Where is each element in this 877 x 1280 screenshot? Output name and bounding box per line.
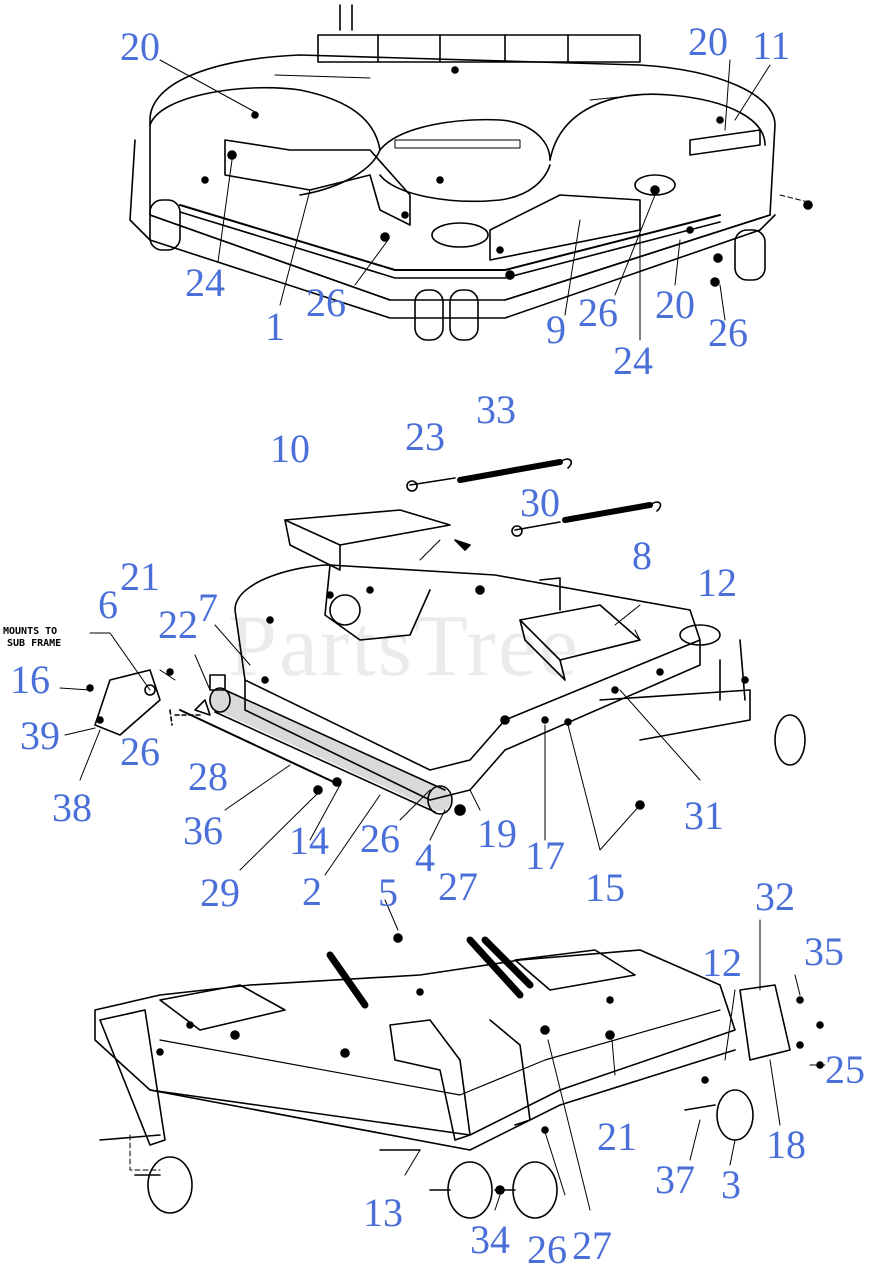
callout-16: 16 — [10, 657, 50, 702]
callout-11: 11 — [752, 23, 791, 68]
callout-19: 19 — [477, 811, 517, 856]
deck-bottom-assembly — [94, 899, 826, 1219]
callout-8: 8 — [632, 533, 652, 578]
callout-26: 26 — [578, 290, 618, 335]
callout-30: 30 — [520, 480, 560, 525]
deck-top-assembly — [129, 4, 813, 341]
callout-23: 23 — [405, 414, 445, 459]
callout-27: 27 — [438, 864, 478, 909]
callout-6: 6 — [98, 582, 118, 627]
callout-26: 26 — [306, 280, 346, 325]
mount-note-line-1: MOUNTS TO — [3, 626, 58, 637]
callout-13: 13 — [363, 1190, 403, 1235]
callout-31: 31 — [684, 793, 724, 838]
callout-28: 28 — [188, 754, 228, 799]
callout-29: 29 — [200, 870, 240, 915]
callout-26: 26 — [708, 310, 748, 355]
callout-12: 12 — [702, 940, 742, 985]
callout-7: 7 — [198, 585, 218, 630]
callout-18: 18 — [766, 1122, 806, 1167]
callout-33: 33 — [476, 387, 516, 432]
callout-26: 26 — [527, 1227, 567, 1272]
callout-17: 17 — [525, 833, 565, 878]
callout-32: 32 — [755, 874, 795, 919]
callout-14: 14 — [289, 818, 329, 863]
callout-36: 36 — [183, 808, 223, 853]
callout-26: 26 — [120, 729, 160, 774]
callout-1: 1 — [265, 304, 285, 349]
mounts-to-sub-frame-note: MOUNTS TO SUB FRAME — [3, 626, 61, 650]
callout-20: 20 — [655, 282, 695, 327]
watermark-text: PartsTree — [228, 598, 581, 695]
callout-15: 15 — [585, 865, 625, 910]
subframe-assembly — [59, 458, 806, 876]
callout-21: 21 — [120, 554, 160, 599]
callout-39: 39 — [20, 713, 60, 758]
callout-5: 5 — [378, 870, 398, 915]
callout-2: 2 — [302, 869, 322, 914]
callout-26: 26 — [360, 816, 400, 861]
callout-10: 10 — [270, 426, 310, 471]
callout-38: 38 — [52, 785, 92, 830]
spring-lower — [511, 501, 662, 537]
callout-12: 12 — [697, 560, 737, 605]
callout-20: 20 — [120, 24, 160, 69]
spring-upper — [406, 458, 572, 492]
callout-20: 20 — [688, 19, 728, 64]
callout-9: 9 — [546, 307, 566, 352]
callout-21: 21 — [597, 1114, 637, 1159]
callout-22: 22 — [158, 602, 198, 647]
callout-24: 24 — [613, 338, 653, 383]
callout-27: 27 — [572, 1223, 612, 1268]
mount-note-line-2: SUB FRAME — [7, 638, 62, 649]
callout-25: 25 — [825, 1047, 865, 1092]
callout-4: 4 — [415, 835, 435, 880]
callout-35: 35 — [804, 929, 844, 974]
callout-24: 24 — [185, 260, 225, 305]
callout-34: 34 — [470, 1217, 510, 1262]
callout-3: 3 — [721, 1162, 741, 1207]
callout-37: 37 — [655, 1157, 695, 1202]
